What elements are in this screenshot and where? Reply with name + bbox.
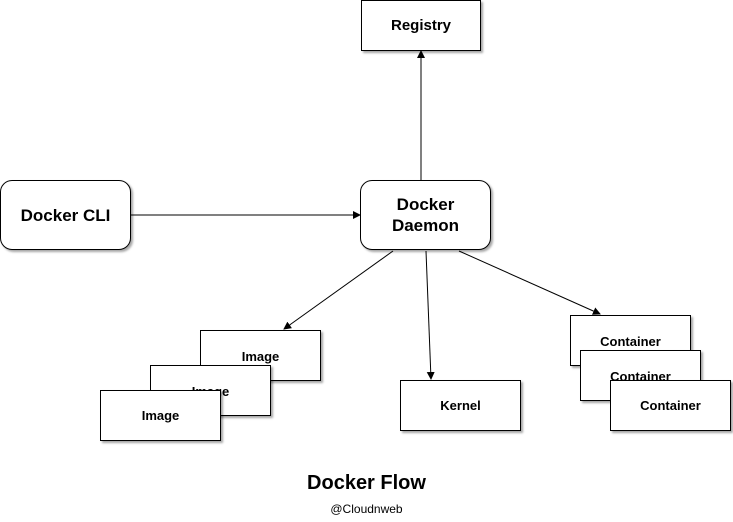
- image-node-front: Image: [100, 390, 221, 441]
- kernel-node: Kernel: [400, 380, 521, 431]
- docker-daemon-label-line1: Docker: [396, 195, 455, 214]
- image-label: Image: [141, 408, 180, 423]
- docker-cli-label: Docker CLI: [20, 205, 111, 225]
- edge-daemon-to-image: [283, 250, 394, 330]
- image-label: Image: [241, 349, 280, 364]
- docker-cli-node: Docker CLI: [0, 180, 131, 250]
- edge-daemon-to-container: [458, 250, 601, 315]
- container-label: Container: [600, 334, 661, 349]
- registry-node: Registry: [361, 0, 481, 51]
- credit-label: @Cloudnweb: [330, 502, 403, 516]
- kernel-label: Kernel: [440, 398, 481, 413]
- container-label: Container: [640, 398, 701, 413]
- docker-daemon-node: Docker Daemon: [360, 180, 491, 250]
- edge-daemon-to-kernel: [425, 250, 435, 380]
- diagram-title: Docker Flow: [307, 472, 426, 494]
- docker-daemon-label-line2: Daemon: [391, 216, 460, 235]
- registry-label: Registry: [390, 17, 452, 34]
- container-node-front: Container: [610, 380, 731, 431]
